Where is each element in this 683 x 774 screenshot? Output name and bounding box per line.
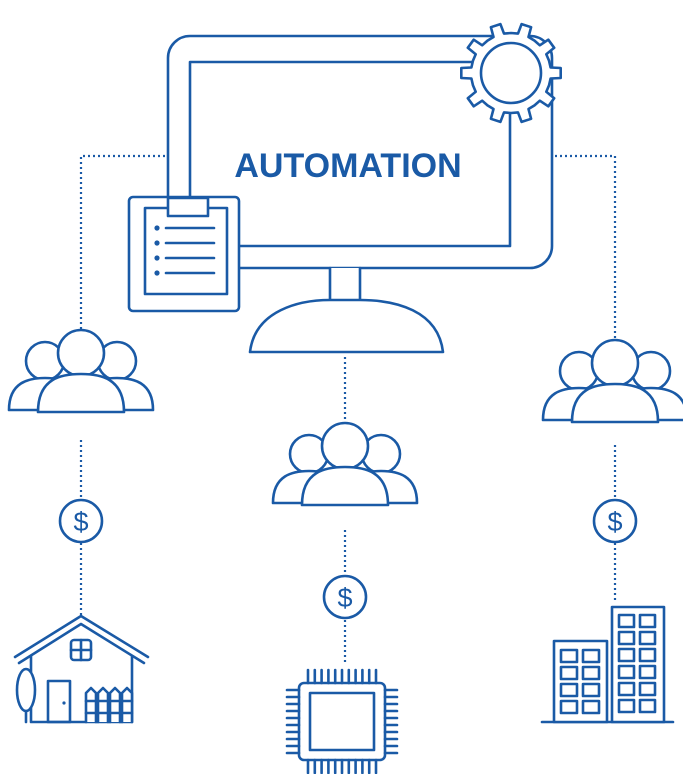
monitor-icon — [166, 34, 554, 354]
gear-icon — [460, 22, 562, 124]
dollar-symbol: $ — [73, 507, 88, 537]
office-buildings-icon — [540, 605, 675, 724]
connector-lines — [79, 154, 617, 665]
connector-right — [530, 154, 617, 340]
connector-left — [79, 154, 165, 330]
house-icon — [13, 614, 150, 724]
diagram-title: AUTOMATION — [234, 147, 461, 185]
clipboard-icon — [127, 195, 241, 313]
people-group-icon-left — [7, 328, 155, 414]
dollar-coin-icon-right: $ — [592, 498, 638, 544]
dollar-symbol: $ — [607, 507, 622, 537]
people-group-icon-right — [541, 338, 683, 424]
people-group-icon-center — [271, 421, 419, 507]
dollar-symbol: $ — [337, 583, 352, 613]
chip-icon — [285, 668, 399, 774]
dollar-coin-icon-center: $ — [322, 574, 368, 620]
dollar-coin-icon-left: $ — [58, 498, 104, 544]
